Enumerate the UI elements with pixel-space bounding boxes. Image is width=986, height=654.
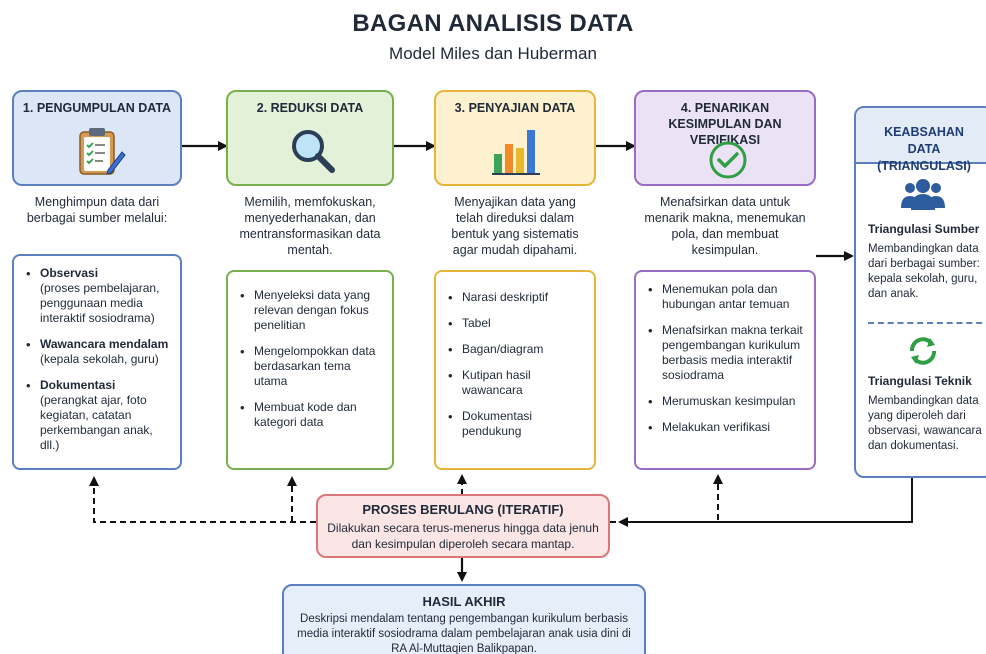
final-result-box: HASIL AKHIR Deskripsi mendalam tentang p…: [282, 584, 646, 654]
list-item: Wawancara mendalam(kepala sekolah, guru): [24, 337, 170, 367]
list-item: Dokumentasi pendukung: [446, 409, 584, 439]
users-icon: [901, 179, 945, 210]
validity-panel: KEABSAHAN DATA (TRIANGULASI) Triangulasi…: [854, 106, 986, 478]
step-card-penyajian: 3. PENYAJIAN DATA: [434, 90, 596, 186]
step-title: 2. REDUKSI DATA: [256, 101, 364, 115]
step-desc: Menafsirkan data untuk menarik makna, me…: [644, 195, 806, 257]
step-title: 3. PENYAJIAN DATA: [454, 101, 576, 115]
list-item: Menemukan pola dan hubungan antar temuan: [646, 282, 804, 312]
step-title: 4. PENARIKAN KESIMPULAN DAN VERIFIKASI: [668, 101, 782, 147]
step-desc: Menghimpun data dari berbagai sumber mel…: [26, 195, 168, 225]
step-list-penyajian: Narasi deskriptif Tabel Bagan/diagram Ku…: [434, 270, 596, 470]
step-list-kesimpulan: Menemukan pola dan hubungan antar temuan…: [634, 270, 816, 470]
final-text: Deskripsi mendalam tentang pengembangan …: [297, 613, 631, 654]
step-card-reduksi: 2. REDUKSI DATA: [226, 90, 394, 186]
final-title: HASIL AKHIR: [422, 594, 506, 609]
list-item: Kutipan hasil wawancara: [446, 368, 584, 398]
step-list-pengumpulan: Observasi(proses pembelajaran, penggunaa…: [12, 254, 182, 470]
clipboard-icon: [79, 128, 126, 175]
step-list-reduksi: Menyeleksi data yang relevan dengan foku…: [226, 270, 394, 470]
step-card-kesimpulan: 4. PENARIKAN KESIMPULAN DAN VERIFIKASI: [634, 90, 816, 186]
list-item: Menafsirkan makna terkait pengembangan k…: [646, 323, 804, 383]
divider: [868, 322, 986, 324]
diagram-subtitle: Model Miles dan Huberman: [389, 44, 597, 63]
triangulasi-sumber-text: Membandingkan data dari berbagai sumber:…: [868, 243, 980, 300]
step-desc: Menyajikan data yang telah direduksi dal…: [451, 195, 579, 257]
list-item: Tabel: [446, 316, 584, 331]
list-item: Bagan/diagram: [446, 342, 584, 357]
list-item: Dokumentasi(perangkat ajar, foto kegiata…: [24, 378, 170, 453]
step-title: 1. PENGUMPULAN DATA: [22, 101, 172, 115]
magnifier-icon: [292, 130, 335, 173]
list-item: Menyeleksi data yang relevan dengan foku…: [238, 288, 382, 333]
refresh-icon: [910, 337, 936, 365]
list-item: Narasi deskriptif: [446, 290, 584, 305]
dashed-loop-step1: [89, 476, 316, 523]
list-item: Merumuskan kesimpulan: [646, 394, 804, 409]
triangulasi-teknik-title: Triangulasi Teknik: [868, 374, 972, 388]
iterative-box: PROSES BERULANG (ITERATIF) Dilakukan sec…: [316, 494, 610, 558]
check-circle-icon: [709, 141, 747, 179]
triangulasi-sumber-title: Triangulasi Sumber: [868, 222, 980, 236]
validity-title: KEABSAHAN DATA (TRIANGULASI): [877, 125, 971, 173]
diagram-title: BAGAN ANALISIS DATA: [352, 10, 634, 37]
step-desc: Memilih, memfokuskan, menyederhanakan, d…: [239, 195, 381, 257]
step-card-pengumpulan: 1. PENGUMPULAN DATA: [12, 90, 182, 186]
arrow-validity-iterative: [618, 478, 913, 527]
iterative-title: PROSES BERULANG (ITERATIF): [362, 502, 564, 517]
list-item: Observasi(proses pembelajaran, penggunaa…: [24, 266, 170, 326]
dashed-loop-step4: [610, 474, 723, 523]
validity-header: KEABSAHAN DATA (TRIANGULASI): [856, 108, 986, 173]
list-item: Melakukan verifikasi: [646, 420, 804, 435]
list-item: Mengelompokkan data berdasarkan tema uta…: [238, 344, 382, 389]
iterative-text: Dilakukan secara terus-menerus hingga da…: [327, 521, 599, 551]
list-item: Membuat kode dan kategori data: [238, 400, 382, 430]
triangulasi-teknik-text: Membandingkan data yang diperoleh dari o…: [868, 395, 982, 452]
bar-chart-icon: [492, 130, 540, 175]
